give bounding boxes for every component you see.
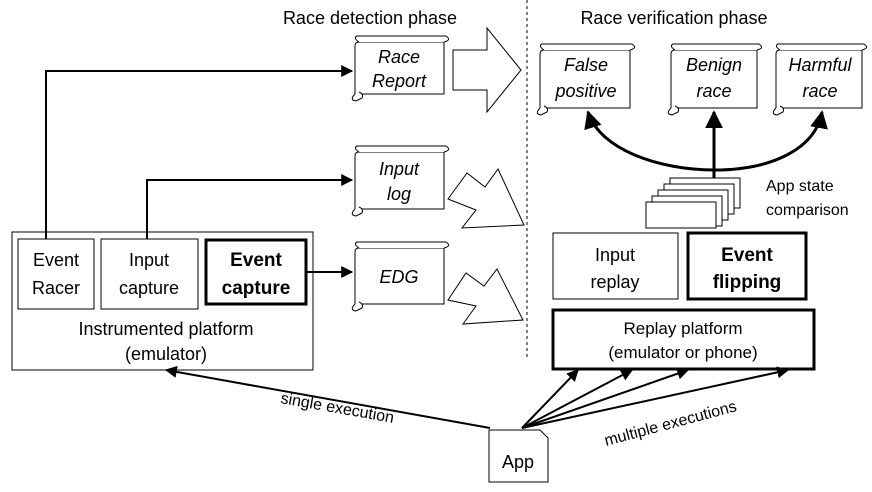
single-execution-label: single execution — [279, 390, 395, 427]
event-capture-line2: capture — [222, 278, 291, 299]
instrumented-platform-line1: Instrumented platform — [78, 319, 253, 339]
app-label: App — [502, 452, 534, 472]
event-racer-box — [17, 238, 95, 310]
event-racer-line2: Racer — [32, 278, 80, 298]
false-positive-line1: False — [564, 55, 608, 75]
event-racer-line1: Event — [33, 250, 79, 270]
input-capture-box — [100, 238, 199, 310]
block-arrow-edg — [447, 268, 524, 325]
input-capture-line2: capture — [119, 278, 179, 298]
race-report-scroll: Race Report — [351, 35, 450, 102]
verification-phase-title: Race verification phase — [580, 8, 767, 28]
harmful-race-line2: race — [802, 81, 837, 101]
input-log-line1: Input — [379, 159, 420, 179]
arrow-multi-exec-2 — [521, 369, 634, 429]
instrumented-platform-line2: (emulator) — [125, 344, 207, 364]
app-box — [488, 429, 549, 483]
benign-race-line1: Benign — [686, 55, 742, 75]
race-report-line1: Race — [378, 47, 420, 67]
replay-platform-line1: Replay platform — [623, 319, 742, 338]
block-arrow-report — [452, 26, 522, 114]
app-state-stack — [645, 177, 741, 229]
edg-scroll: EDG — [351, 241, 450, 312]
replay-platform-line2: (emulator or phone) — [608, 343, 757, 362]
arrow-multi-exec-4 — [521, 366, 790, 429]
event-flipping-box — [686, 231, 808, 301]
block-arrow-input-log — [447, 168, 525, 229]
arrow-event-racer-to-report — [45, 65, 354, 239]
event-flipping-line1: Event — [721, 245, 773, 266]
arrow-input-capture-to-log — [146, 174, 354, 239]
input-log-line2: log — [387, 184, 411, 204]
arrow-single-execution — [164, 365, 491, 429]
app-state-line1: App state — [766, 178, 834, 195]
input-log-scroll: Input log — [351, 145, 450, 217]
event-capture-line1: Event — [230, 250, 282, 271]
detection-phase-title: Race detection phase — [283, 8, 457, 28]
arrow-multi-exec-3 — [521, 367, 690, 429]
arrow-to-false-positive — [584, 110, 715, 172]
input-capture-line1: Input — [129, 250, 169, 270]
input-replay-box — [552, 232, 679, 300]
benign-race-line2: race — [696, 81, 731, 101]
app-state-line2: comparison — [766, 202, 849, 219]
false-positive-scroll: False positive — [536, 43, 636, 116]
benign-race-scroll: Benign race — [667, 43, 763, 116]
event-capture-box — [204, 238, 308, 306]
false-positive-line2: positive — [554, 81, 616, 101]
input-replay-line2: replay — [590, 272, 639, 292]
input-replay-line1: Input — [595, 245, 635, 265]
arrow-multi-exec-1 — [521, 369, 579, 429]
race-report-line2: Report — [372, 71, 427, 91]
event-flipping-line2: flipping — [713, 272, 782, 293]
harmful-race-line1: Harmful — [788, 55, 852, 75]
arrow-to-harmful-race — [713, 110, 828, 172]
edg-label: EDG — [379, 267, 418, 287]
harmful-race-scroll: Harmful race — [772, 43, 868, 116]
